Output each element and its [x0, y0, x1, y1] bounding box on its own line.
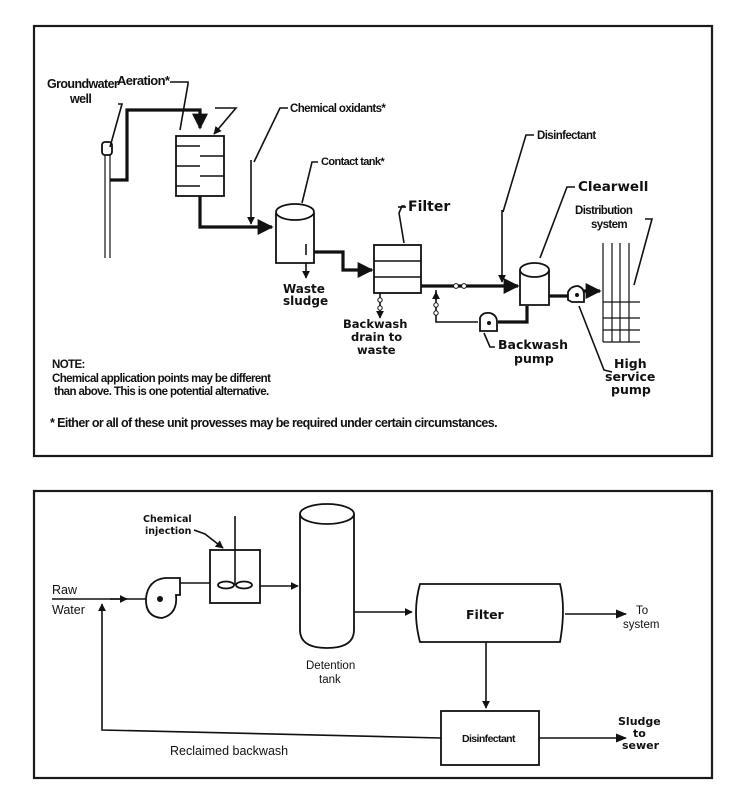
reclaimed-backwash-label: Reclaimed backwash [170, 744, 288, 758]
diagram2-frame [32, 489, 714, 780]
backwash-return-pipe [435, 290, 478, 323]
clearwell-label: Clearwell [578, 179, 648, 195]
chemical-oxidants-label: Chemical oxidants* [290, 103, 386, 115]
note-line-2: than above. This is one potential altern… [54, 386, 269, 398]
high-service-pump-icon [567, 285, 585, 303]
diagram1-frame [32, 24, 714, 458]
distribution-grid [602, 218, 654, 343]
chemical-injection-label: Chemical [143, 514, 192, 525]
high-service-pump-label-3: pump [611, 382, 651, 397]
valve-icon [461, 283, 467, 289]
groundwater-well [101, 103, 208, 258]
distribution-system-label: Distribution [575, 205, 633, 217]
backwash-drain-label-3: waste [357, 343, 396, 357]
backwash-pump-leader [483, 332, 495, 348]
aeration-label: Aeration* [117, 73, 171, 88]
raw-water-label: Raw [52, 583, 78, 597]
high-service-pump-label: High [614, 356, 647, 371]
note-title: NOTE: [52, 359, 85, 371]
backwash-pump-icon [479, 311, 498, 332]
backwash-pump-label-2: pump [514, 351, 554, 366]
treatment-process-diagram: Raw Water Chemical injection Detention t… [32, 489, 714, 780]
sludge-to-sewer-label-3: sewer [622, 739, 660, 752]
raw-water-label-2: Water [52, 603, 85, 617]
filter-label: Filter [408, 199, 450, 215]
contact-tank [275, 161, 318, 279]
high-service-pump-label-2: service [605, 369, 655, 384]
filter-2-label: Filter [466, 607, 505, 622]
pipe-aeration-to-contact [198, 196, 274, 235]
valve-icon [453, 283, 459, 289]
filter-unit-2 [415, 583, 564, 643]
chemical-injection-leader [193, 529, 224, 549]
groundwater-well-label: Groundwater [47, 77, 119, 91]
backwash-drain-label: Backwash [343, 317, 407, 331]
reclaimed-backwash-pipe [98, 603, 442, 739]
high-service-pump-leader [578, 305, 613, 373]
pipe-clearwell-to-backwash-pump [498, 306, 529, 324]
filter-unit-1 [373, 205, 422, 319]
disinfectant-label: Disinfectant [537, 130, 596, 142]
pipe-contact-to-filter [314, 250, 374, 278]
aeration-unit [175, 107, 238, 197]
raw-water-pump-icon [145, 577, 181, 619]
sludge-to-sewer-label: Sludge [618, 715, 661, 728]
sludge-to-sewer-label-2: to [633, 727, 646, 740]
chemical-oxidants-leader [253, 107, 288, 163]
distribution-system-label-2: system [591, 219, 627, 231]
contact-tank-label: Contact tank* [321, 156, 385, 168]
backwash-pump-label: Backwash [498, 337, 568, 352]
backwash-drain-label-2: drain to [351, 330, 402, 344]
detention-tank-label: Detention [306, 660, 355, 672]
aeration-leader [170, 81, 189, 131]
disinfectant-leader [502, 134, 534, 213]
valve-icon [433, 310, 439, 316]
waste-sludge-label-2: sludge [283, 294, 328, 308]
groundwater-well-label-2: well [69, 92, 91, 106]
waste-sludge-label: Waste [283, 282, 325, 296]
detention-tank-label-2: tank [319, 674, 341, 686]
groundwater-treatment-diagram: Groundwater well Aeration* Chemical oxid… [32, 24, 714, 458]
to-system-label: To [636, 605, 648, 617]
footnote: * Either or all of these unit provesses … [50, 416, 497, 430]
to-system-label-2: system [623, 619, 659, 631]
valve-icon [433, 302, 439, 308]
disinfectant-2-label: Disinfectant [462, 733, 516, 745]
note-line-1: Chemical application points may be diffe… [52, 373, 271, 385]
detention-tank [299, 503, 355, 649]
chemical-injection-mixer [209, 516, 261, 604]
chemical-injection-label-2: injection [145, 526, 192, 537]
clearwell-tank [519, 186, 575, 306]
